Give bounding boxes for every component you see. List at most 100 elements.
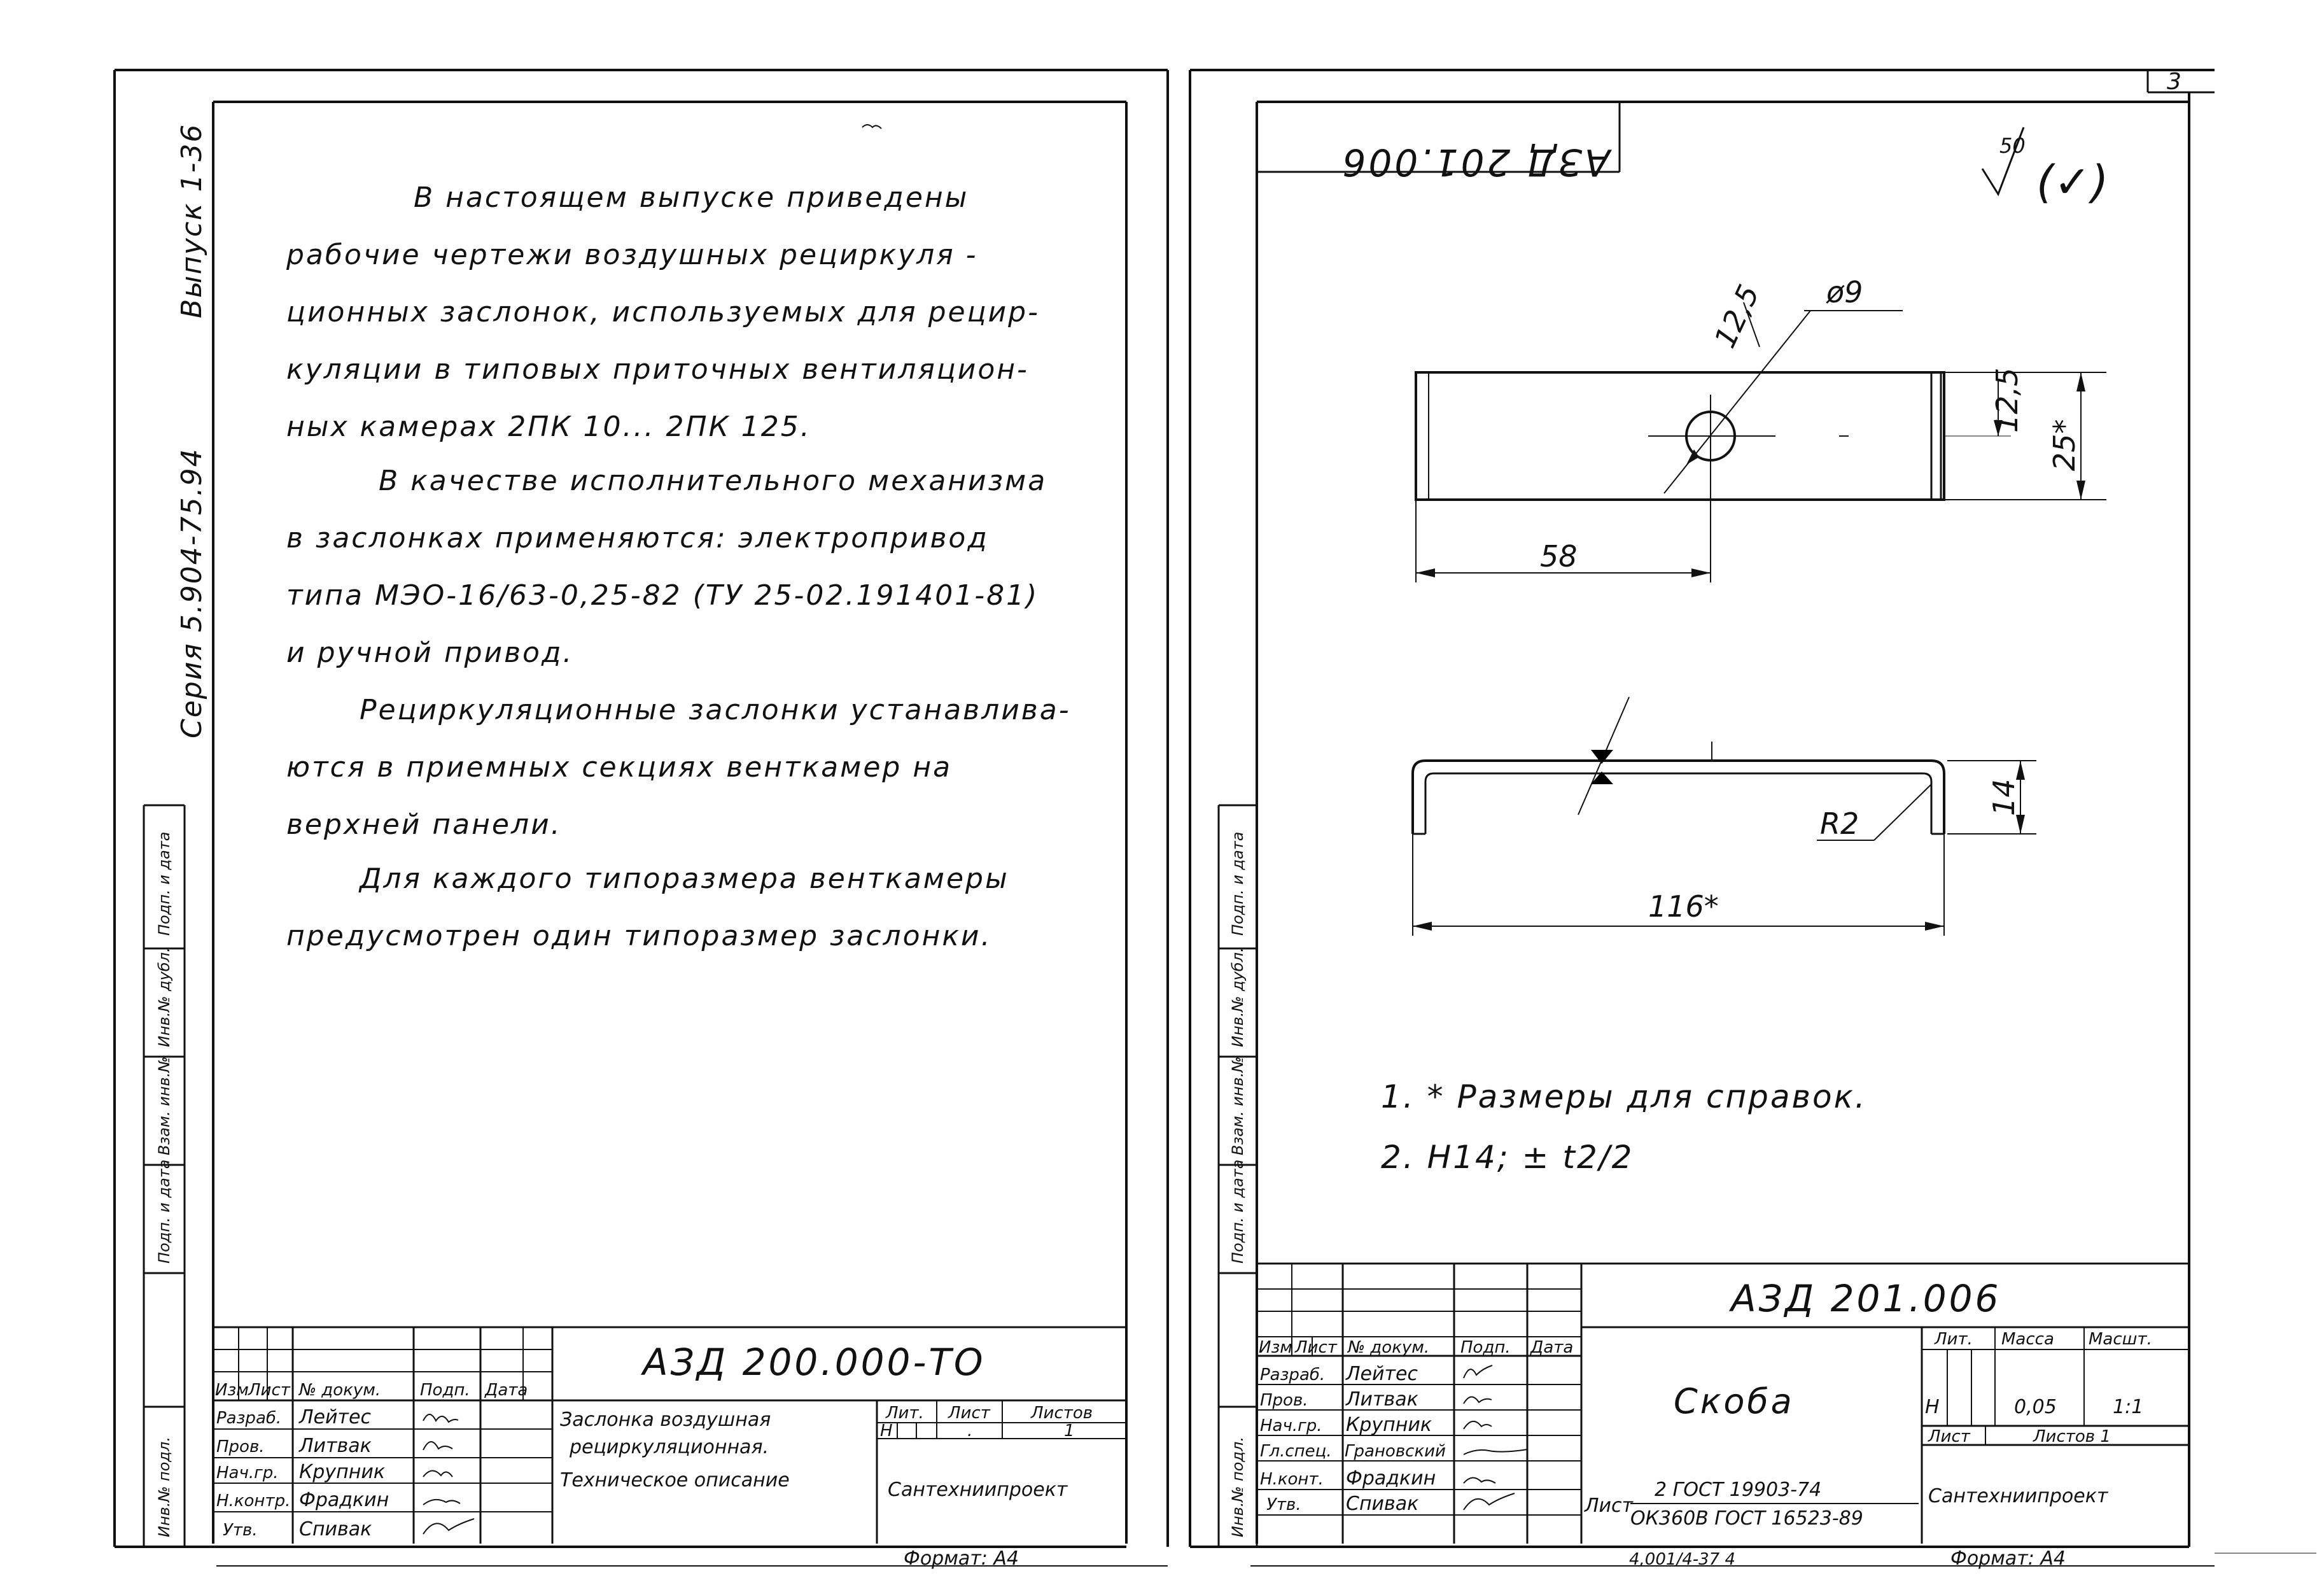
r-list-label: Лист xyxy=(1928,1427,1971,1446)
r-scale-header: Масшт. xyxy=(2089,1330,2152,1349)
signature-scribble xyxy=(423,1518,475,1535)
tb-role-nachgr: Нач.гр. xyxy=(216,1463,279,1483)
text-line-6: В качестве исполнительного механизма xyxy=(379,465,1047,497)
text-line-2: рабочие чертежи воздушных рециркуля - xyxy=(286,239,978,271)
tb-name-4: Фрадкин xyxy=(299,1489,389,1511)
left-doc-code: АЗД 200.000-ТО xyxy=(640,1341,985,1384)
r-tb-name-5: Фрадкин xyxy=(1346,1467,1436,1490)
r-side-label-inv-podl: Инв.№ подл. xyxy=(1229,1437,1247,1537)
text-line-7: в заслонках применяются: электропривод xyxy=(286,522,989,554)
text-line-14: предусмотрен один типоразмер заслонки. xyxy=(286,920,992,952)
left-title-block: Изм Лист № докум. Подп. Дата Разраб. Про… xyxy=(213,1326,1126,1570)
dim-radius: R2 xyxy=(1820,807,1859,841)
side-label-podp-data-1: Подп. и дата xyxy=(155,832,173,936)
part-name: Скоба xyxy=(1674,1381,1795,1421)
left-side-stamp: Подп. и дата Инв.№ дубл. Взам. инв.№ Под… xyxy=(143,804,186,1547)
left-list-header: Лист xyxy=(948,1404,991,1423)
right-org: Сантехниипроект xyxy=(1928,1485,2109,1507)
left-lit-value: Н xyxy=(880,1421,893,1441)
signature-scribble xyxy=(1463,1493,1515,1511)
r-mass-header: Масса xyxy=(2001,1330,2054,1349)
r-tb-name-4: Грановский xyxy=(1345,1442,1446,1461)
left-title-line-3: Техническое описание xyxy=(560,1469,790,1491)
page-number: 3 xyxy=(2167,69,2181,95)
side-label-podp-data-2: Подп. и дата xyxy=(155,1160,173,1264)
signature-scribble xyxy=(1463,1396,1492,1404)
tb-col-list: Лист xyxy=(248,1381,291,1400)
left-sheet: Подп. и дата Инв.№ дубл. Взам. инв.№ Под… xyxy=(113,69,1169,1570)
r-tb-name-1: Лейтес xyxy=(1345,1363,1418,1385)
right-format: Формат: А4 xyxy=(1950,1547,2066,1570)
r-tb-name-6: Спивак xyxy=(1346,1493,1418,1515)
left-title-line-1: Заслонка воздушная xyxy=(560,1409,771,1431)
left-title-line-2: рециркуляционная. xyxy=(569,1436,769,1458)
left-listov-value: 1 xyxy=(1064,1421,1075,1441)
text-line-12: верхней панели. xyxy=(286,808,562,841)
material-top: 2 ГОСТ 19903-74 xyxy=(1655,1479,1821,1501)
roughness-value: 50 xyxy=(1999,134,2026,158)
signature-scribble xyxy=(1463,1421,1492,1430)
r-lit-value: Н xyxy=(1925,1396,1940,1418)
material-prefix: Лист xyxy=(1584,1495,1634,1517)
bracket-side-view: R2 14 116* xyxy=(1411,696,2036,936)
dim-length-to-hole: 58 xyxy=(1540,539,1578,574)
text-line-9: и ручной привод. xyxy=(286,637,573,669)
tb-role-razrab: Разраб. xyxy=(216,1409,281,1428)
dim-total-length: 116* xyxy=(1648,889,1719,924)
right-side-stamp: Подп. и дата Инв.№ дубл. Взам. инв.№ Под… xyxy=(1217,804,1258,1547)
r-tb-col-izm: Изм xyxy=(1259,1338,1292,1357)
mirrored-code: АЗД 201.006 xyxy=(1340,141,1613,184)
signature-scribble xyxy=(1463,1477,1496,1484)
r-tb-col-podp: Подп. xyxy=(1460,1338,1511,1357)
tb-col-ndokum: № докум. xyxy=(298,1381,381,1400)
r-side-label-vzam-inv: Взам. инв.№ xyxy=(1229,1057,1247,1155)
text-line-1: В настоящем выпуске приведены xyxy=(414,181,969,214)
tb-col-data: Дата xyxy=(484,1381,528,1400)
r-tb-col-ndokum: № докум. xyxy=(1347,1338,1429,1357)
dim-hole-dia: ø9 xyxy=(1826,275,1863,309)
mirrored-code-box: АЗД 201.006 xyxy=(1257,102,1621,184)
text-line-4: куляции в типовых приточных вентиляцион- xyxy=(286,353,1029,386)
r-side-label-podp-data-1: Подп. и дата xyxy=(1229,832,1247,936)
tb-role-prov: Пров. xyxy=(216,1437,265,1456)
text-line-10: Рециркуляционные заслонки устанавлива- xyxy=(360,694,1071,726)
r-tb-role-1: Разраб. xyxy=(1260,1365,1325,1384)
tb-role-nkontr: Н.контр. xyxy=(216,1491,290,1511)
side-label-vzam-inv: Взам. инв.№ xyxy=(155,1057,173,1155)
right-sheet: 3 АЗД 201.006 50 (✓) xyxy=(1189,69,2215,1570)
left-lit-header: Лит. xyxy=(885,1404,924,1423)
r-tb-role-3: Нач.гр. xyxy=(1260,1416,1322,1435)
r-tb-name-3: Крупник xyxy=(1346,1414,1432,1436)
tb-name-5: Спивак xyxy=(299,1518,372,1540)
r-tb-role-5: Н.конт. xyxy=(1260,1470,1324,1489)
text-line-13: Для каждого типоразмера венткамеры xyxy=(358,863,1009,895)
vypusk-label: Выпуск 1-36 xyxy=(176,123,208,318)
r-mass-value: 0,05 xyxy=(2014,1396,2057,1418)
signature-scribble xyxy=(423,1498,461,1505)
left-format: Формат: А4 xyxy=(904,1547,1019,1570)
text-line-3: ционных заслонок, используемых для рецир… xyxy=(286,296,1040,328)
r-tb-col-list: Лист xyxy=(1294,1338,1338,1357)
left-org: Сантехниипроект xyxy=(888,1479,1068,1501)
r-side-label-podp-data-2: Подп. и дата xyxy=(1229,1160,1247,1264)
material-bottom: ОК360В ГОСТ 16523-89 xyxy=(1630,1507,1863,1530)
note-2: 2. Н14; ± t2/2 xyxy=(1381,1139,1634,1176)
note-1: 1. * Размеры для справок. xyxy=(1381,1078,1867,1115)
dim-width-full: 25* xyxy=(2047,419,2082,471)
text-line-5: ных камерах 2ПК 10... 2ПК 125. xyxy=(286,411,811,443)
r-scale-value: 1:1 xyxy=(2113,1396,2143,1418)
r-tb-role-6: Утв. xyxy=(1266,1495,1301,1514)
roughness-sign: (✓) xyxy=(2036,156,2108,208)
tb-col-podp: Подп. xyxy=(420,1381,470,1400)
r-tb-role-2: Пров. xyxy=(1260,1391,1308,1410)
text-line-8: типа МЭО-16/63-0,25-82 (ТУ 25-02.191401-… xyxy=(286,579,1039,612)
tb-name-3: Крупник xyxy=(299,1461,385,1483)
left-listov-header: Листов xyxy=(1030,1404,1093,1423)
r-tb-role-4: Гл.спец. xyxy=(1260,1442,1332,1461)
text-line-11: ются в приемных секциях венткамер на xyxy=(286,751,952,784)
bracket-top-view: ø9 12,5 58 12,5 25* xyxy=(1415,275,2106,582)
signature-scribble xyxy=(1463,1365,1493,1379)
stray-mark xyxy=(862,124,882,129)
tb-name-1: Лейтес xyxy=(298,1406,371,1428)
